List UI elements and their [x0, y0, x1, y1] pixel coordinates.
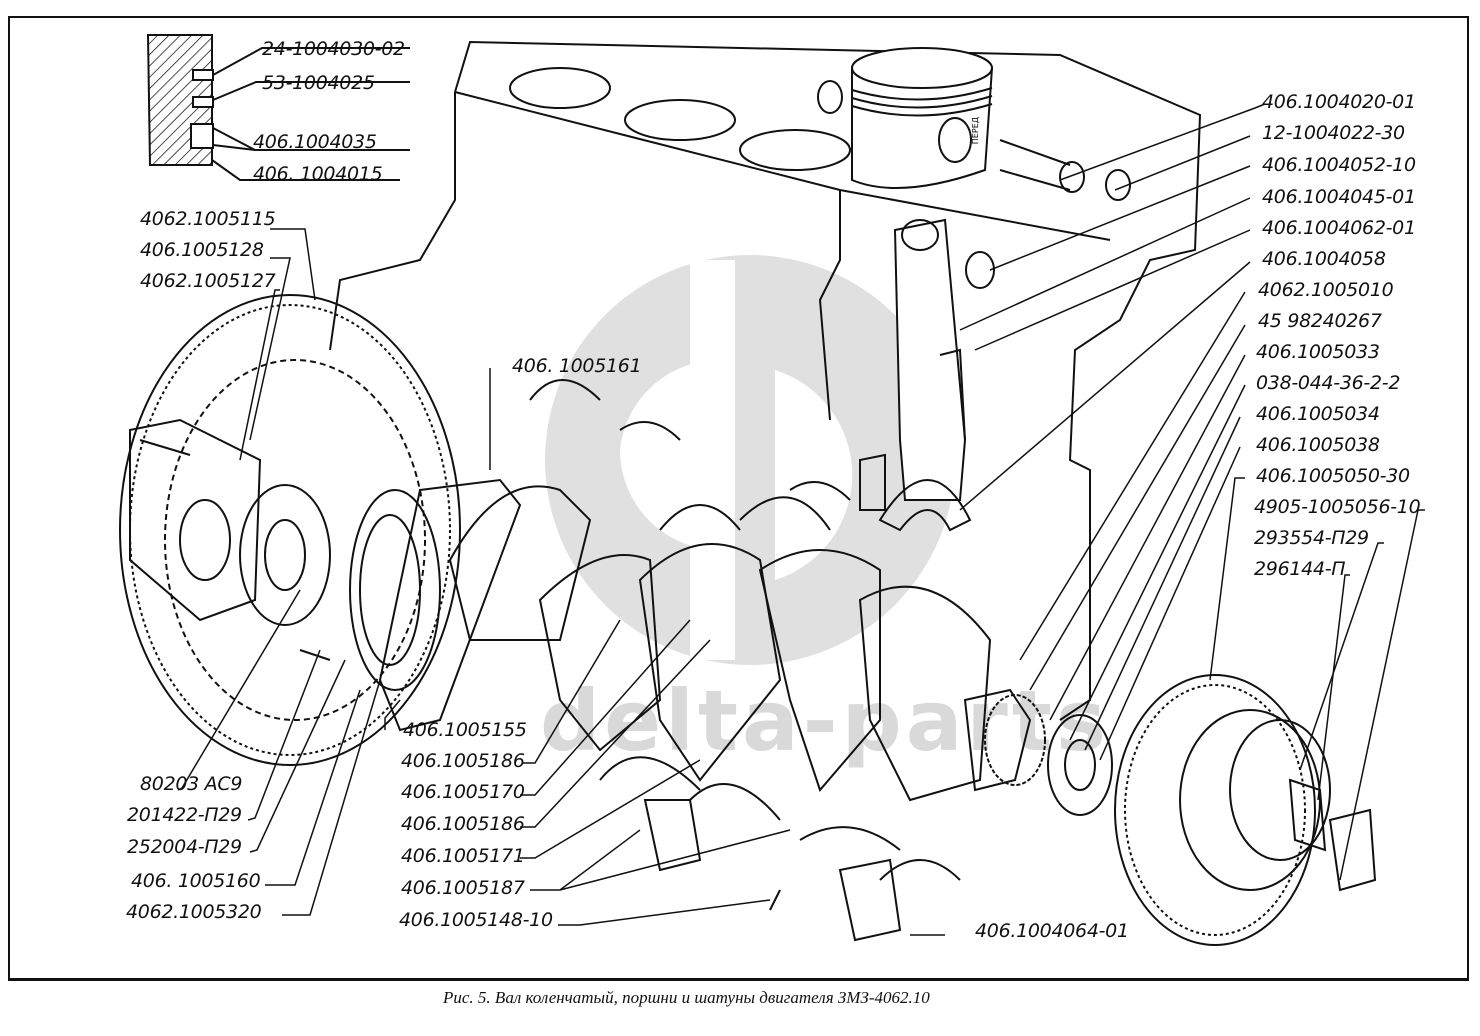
part-label: 4062.1005127	[140, 270, 276, 292]
part-label: 406.1005034	[1256, 403, 1380, 425]
part-label: 4062.1005010	[1258, 279, 1394, 301]
part-label: 406.1004045-01	[1262, 186, 1416, 208]
part-label: 406.1005033	[1256, 341, 1380, 363]
part-label: 406.1004058	[1262, 248, 1386, 270]
part-label: 406.1005170	[401, 781, 525, 803]
connecting-rod	[859, 218, 995, 532]
part-label: 406.1005148-10	[399, 909, 553, 931]
part-label: 406.1005186	[401, 750, 525, 772]
part-label: 406.1004020-01	[1262, 91, 1416, 113]
crankshaft	[448, 379, 1032, 881]
part-label: 406.1004035	[253, 131, 377, 153]
watermark-logo	[545, 255, 955, 665]
leader-lines-left	[177, 228, 945, 936]
piston-front-marking: ПЕРЕД	[971, 117, 980, 145]
part-label: 406.1004062-01	[1262, 217, 1416, 239]
piston	[817, 47, 993, 189]
part-label: 406.1005171	[401, 845, 525, 867]
figure-caption: Рис. 5. Вал коленчатый, поршни и шатуны …	[443, 988, 930, 1007]
part-label: 406. 1004015	[253, 163, 383, 185]
part-label: 252004-П29	[127, 836, 242, 858]
crankshaft-pulley	[984, 674, 1377, 946]
part-label: 406.1005128	[140, 239, 264, 261]
part-label: 53-1004025	[262, 72, 375, 94]
part-label: 406.1005187	[401, 877, 525, 899]
leader-lines-right	[959, 103, 1425, 881]
cylinder-block	[329, 40, 1202, 721]
part-label: 406.1004052-10	[1262, 154, 1416, 176]
part-label: 24-1004030-02	[262, 38, 405, 60]
part-label: 12-1004022-30	[1262, 122, 1405, 144]
part-label: 293554-П29	[1254, 527, 1369, 549]
piston-section-inset	[146, 34, 410, 181]
part-label: 406.1005155	[403, 719, 527, 741]
part-label: 038-044-36-2-2	[1256, 372, 1401, 394]
part-label: 4062.1005320	[126, 901, 262, 923]
part-label: 406.1004064-01	[975, 920, 1129, 942]
part-label: 201422-П29	[127, 804, 242, 826]
part-label: 406.1005186	[401, 813, 525, 835]
part-label: 406. 1005161	[512, 355, 642, 377]
part-label: 406.1005050-30	[1256, 465, 1410, 487]
piston-pin	[999, 139, 1131, 201]
main-bearing-caps	[643, 799, 902, 942]
part-label: 80203 АС9	[140, 773, 243, 795]
part-label: 406. 1005160	[131, 870, 261, 892]
flywheel	[119, 294, 461, 766]
part-label: 4062.1005115	[140, 208, 276, 230]
part-label: 406.1005038	[1256, 434, 1380, 456]
part-label: 296144-П	[1254, 558, 1346, 580]
part-label: 4905-1005056-10	[1254, 496, 1421, 518]
part-label: 45 98240267	[1258, 310, 1382, 332]
